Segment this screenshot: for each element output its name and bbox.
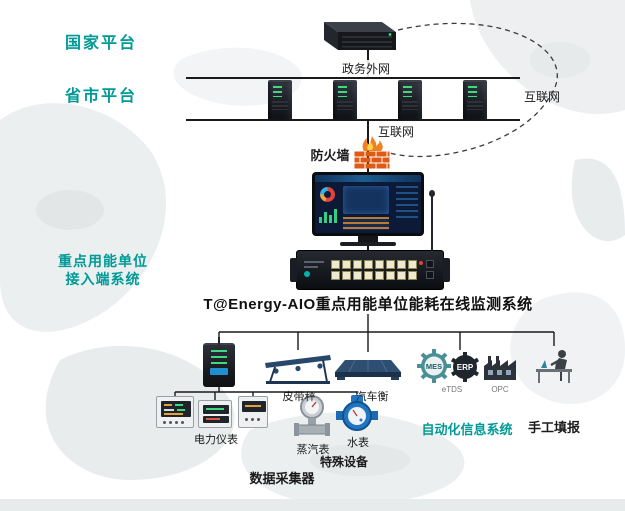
label-access-line2: 接入端系统: [65, 271, 141, 287]
server-icon: [268, 80, 292, 120]
label-internet-bottom: 互联网: [374, 123, 418, 140]
label-belt-scale: 皮带秤: [282, 391, 316, 403]
label-etds: eTDS: [441, 385, 463, 394]
firewall-icon: [354, 136, 390, 169]
label-opc: OPC: [491, 385, 509, 394]
data-collector-icon: [203, 337, 235, 387]
label-special-equipment: 特殊设备: [319, 455, 369, 469]
antenna-icon: [431, 196, 433, 250]
dashboard-monitor-icon: [312, 172, 424, 248]
label-truck-scale: 汽车衡: [355, 391, 389, 403]
label-provincial-platform: 省市平台: [64, 88, 138, 105]
label-gov-extranet: 政务外网: [338, 60, 394, 77]
dashboard-screen: [315, 175, 421, 233]
device-status-leds: [419, 260, 435, 280]
dashboard-list-panel: [396, 186, 418, 222]
label-internet-side: 互联网: [523, 90, 561, 104]
extranet-switch-icon: [324, 22, 396, 50]
label-steam-meter: 蒸汽表: [296, 444, 330, 456]
dashboard-donut-chart: [320, 187, 335, 202]
dashboard-header-bar: [315, 175, 421, 182]
erp-circle-icon: ERP: [451, 352, 479, 382]
server-icon: [463, 80, 487, 120]
steam-meter-icon: [294, 395, 330, 436]
label-automation-system: 自动化信息系统: [421, 422, 513, 437]
mes-text: MES: [426, 362, 442, 371]
aio-gateway-device-icon: [290, 250, 450, 290]
water-meter-icon: [336, 395, 378, 431]
dashboard-table-panel: [343, 217, 389, 230]
monitor-bezel: [312, 172, 424, 236]
device-logo: [304, 261, 326, 279]
label-access-system: 重点用能单位 接入端系统: [58, 252, 148, 288]
dashboard-bar-chart: [319, 206, 341, 223]
power-meter-icon: [156, 396, 194, 428]
label-national-platform: 国家平台: [64, 35, 138, 52]
monitor-base: [340, 242, 396, 246]
label-power-meter: 电力仪表: [194, 434, 238, 446]
power-meter-icon: [198, 400, 232, 428]
label-firewall: 防火墙: [310, 148, 350, 163]
ethernet-ports: [331, 260, 417, 280]
dashboard-map-panel: [343, 186, 389, 214]
label-water-meter: 水表: [347, 437, 369, 449]
belt-scale-icon: [265, 355, 331, 384]
truck-scale-icon: [335, 359, 401, 380]
system-title: T@Energy-AIO重点用能单位能耗在线监测系统: [203, 296, 533, 313]
erp-text: ERP: [457, 363, 474, 372]
label-access-line1: 重点用能单位: [58, 253, 148, 269]
server-icon: [398, 80, 422, 120]
power-meter-icon: [238, 396, 268, 428]
label-manual-entry: 手工填报: [527, 420, 581, 435]
server-icon: [333, 80, 357, 120]
mes-gear-icon: MES: [417, 349, 451, 383]
label-data-collector: 数据采集器: [249, 471, 315, 486]
dashed-internet-curve: [389, 22, 558, 158]
person-desk-icon: [536, 350, 572, 383]
antenna-tip-icon: [429, 190, 435, 197]
factory-icon: [484, 356, 516, 380]
monitor-stand: [358, 236, 378, 243]
